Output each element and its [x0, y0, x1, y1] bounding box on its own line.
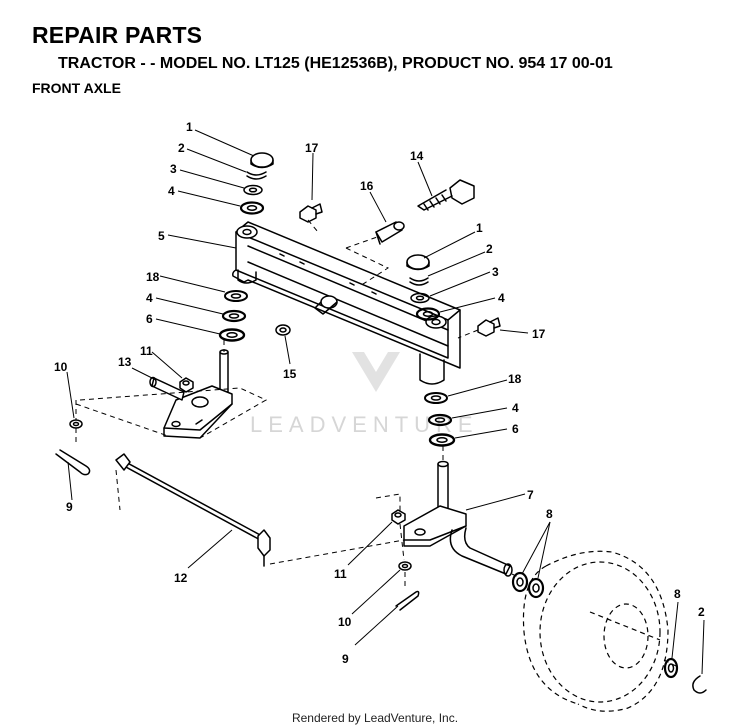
assembly-lines [75, 219, 677, 667]
callout-6-right: 6 [512, 422, 519, 436]
callout-4-right-top: 4 [498, 291, 505, 305]
washer-15 [275, 324, 291, 336]
nut-11-right [391, 509, 406, 525]
cotter-pin-right [395, 590, 420, 611]
callout-4-left: 4 [146, 291, 153, 305]
callouts: 1 2 3 4 5 18 4 6 17 16 14 1 2 3 4 17 15 … [54, 120, 705, 666]
callout-2-right: 2 [486, 242, 493, 256]
washer-10-right [398, 561, 412, 571]
callout-11-right: 11 [334, 567, 347, 581]
callout-1-right: 1 [476, 221, 483, 235]
callout-18-right: 18 [508, 372, 522, 386]
callout-6-left: 6 [146, 312, 153, 326]
right-pivot-parts [406, 254, 441, 321]
callout-3-left: 3 [170, 162, 177, 176]
leader-lines [66, 129, 705, 675]
callout-8-outer: 8 [674, 587, 681, 601]
left-spindle [149, 349, 233, 439]
callout-9-right: 9 [342, 652, 349, 666]
wheel-washers-8 [511, 571, 679, 679]
callout-2-left: 2 [178, 141, 185, 155]
pivot-bolt [417, 179, 475, 211]
callout-10-left: 10 [54, 360, 68, 374]
callout-17-left: 17 [305, 141, 319, 155]
drag-link [115, 453, 271, 567]
callout-9-left: 9 [66, 500, 73, 514]
grease-fitting-left [299, 203, 323, 223]
right-spindle-washers [424, 392, 456, 447]
callout-4-right: 4 [512, 401, 519, 415]
callout-10-right: 10 [338, 615, 352, 629]
front-axle-beam [232, 221, 461, 385]
front-tire [522, 550, 669, 712]
callout-8-inner: 8 [546, 507, 553, 521]
page-title: REPAIR PARTS [32, 22, 203, 48]
callout-11-left: 11 [140, 344, 153, 358]
nut-11-left [179, 377, 194, 393]
callout-1-left: 1 [186, 120, 193, 134]
grease-fitting-right [477, 317, 501, 337]
washer-10-left [69, 419, 83, 429]
right-spindle [403, 460, 513, 577]
callout-3-right: 3 [492, 265, 499, 279]
retaining-ring [692, 675, 707, 694]
model-subtitle: TRACTOR - - MODEL NO. LT125 (HE12536B), … [58, 55, 613, 72]
footer-credit: Rendered by LeadVenture, Inc. [291, 711, 459, 725]
callout-15: 15 [283, 367, 297, 381]
callout-4-left-top: 4 [168, 184, 175, 198]
callout-17-right: 17 [532, 327, 546, 341]
callout-13: 13 [118, 355, 132, 369]
cotter-pin-left [55, 449, 91, 476]
left-pivot-parts [239, 152, 274, 215]
callout-7: 7 [527, 488, 534, 502]
callout-18-left: 18 [146, 270, 160, 284]
callout-16: 16 [360, 179, 374, 193]
section-title: FRONT AXLE [32, 80, 121, 96]
pivot-spacer [375, 221, 405, 245]
callout-14: 14 [410, 149, 424, 163]
callout-12: 12 [174, 571, 188, 585]
callout-5: 5 [158, 229, 165, 243]
left-spindle-washers [218, 290, 248, 342]
callout-2-ring: 2 [698, 605, 705, 619]
